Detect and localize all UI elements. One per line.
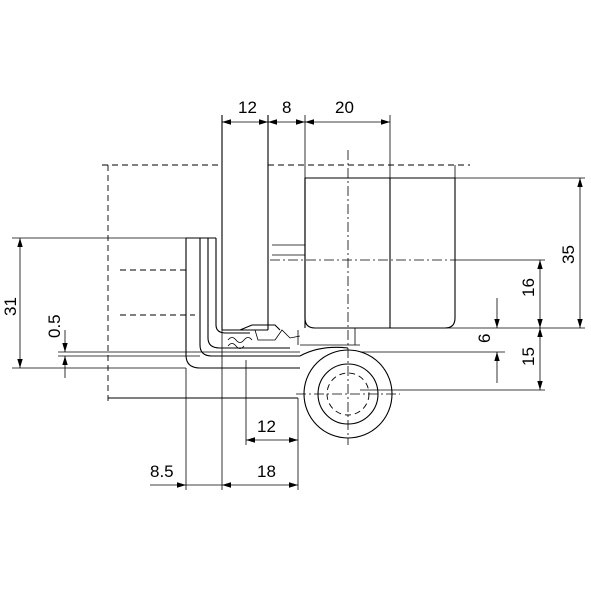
dim-label-right-35: 35 bbox=[559, 245, 578, 264]
dim-label-top-12: 12 bbox=[238, 98, 257, 117]
hinge-leaf-l-profile bbox=[185, 237, 301, 369]
dim-label-right-6: 6 bbox=[475, 334, 494, 343]
door-leaf-outline bbox=[102, 164, 470, 405]
dim-label-left-0-5: 0.5 bbox=[45, 314, 64, 338]
hinge-housing bbox=[270, 150, 460, 445]
dimension-lines bbox=[12, 115, 585, 490]
dim-label-bottom-18: 18 bbox=[257, 462, 276, 481]
dim-label-right-15: 15 bbox=[519, 347, 538, 366]
dim-label-right-16: 16 bbox=[519, 278, 538, 297]
dim-label-left-31: 31 bbox=[1, 297, 20, 316]
dim-label-top-20: 20 bbox=[335, 98, 354, 117]
dim-label-top-8: 8 bbox=[282, 98, 291, 117]
dim-label-bottom-12: 12 bbox=[257, 417, 276, 436]
hinge-knuckle bbox=[296, 346, 400, 439]
frame-profile bbox=[108, 115, 305, 399]
dim-label-bottom-8-5: 8.5 bbox=[150, 462, 174, 481]
dimension-labels: 12 8 20 35 16 6 15 31 0.5 12 8.5 18 bbox=[1, 98, 578, 481]
